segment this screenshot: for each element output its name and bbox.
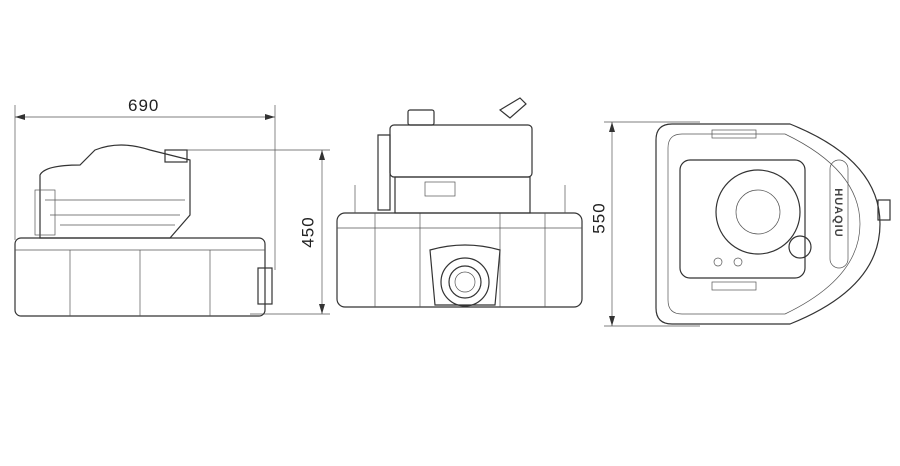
length-dimension: 690 xyxy=(128,96,160,115)
top-view xyxy=(604,121,891,327)
front-view xyxy=(336,97,583,308)
height-dimension: 450 xyxy=(298,216,318,248)
side-view xyxy=(14,105,330,317)
brand-logo: HUAQIU xyxy=(832,188,844,238)
width-dimension: 550 xyxy=(589,202,609,234)
